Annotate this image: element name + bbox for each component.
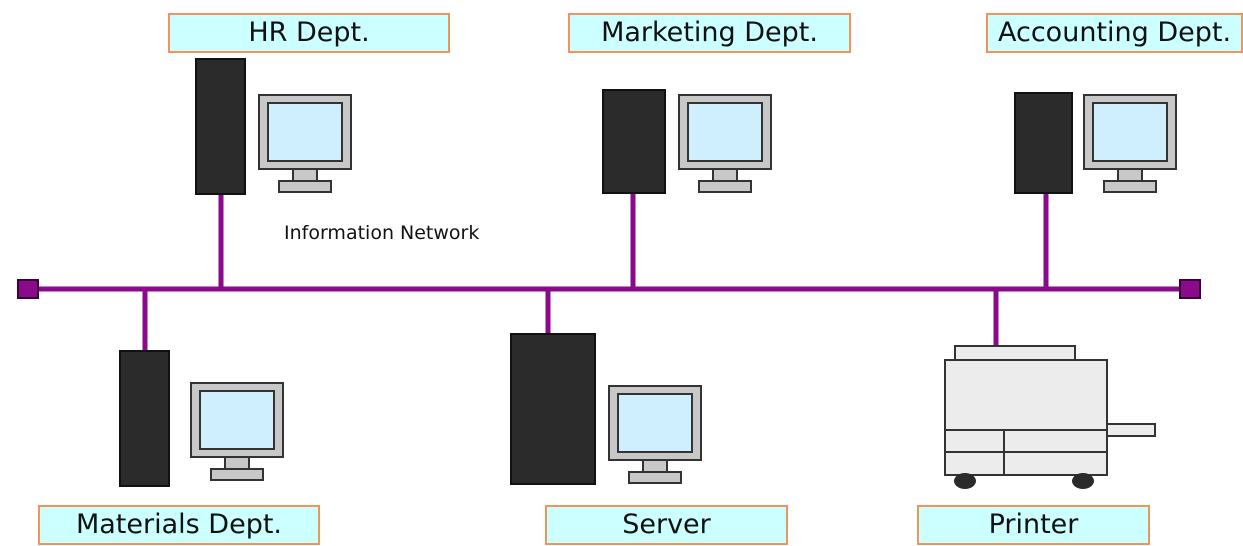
accounting-tower — [1014, 92, 1073, 194]
server-icon — [510, 333, 702, 485]
printer-wheel-right — [1072, 473, 1094, 489]
accounting-monitor — [1083, 94, 1177, 193]
information-network-caption: Information Network — [284, 222, 480, 244]
materials-tower — [119, 350, 170, 487]
marketing-monitor — [678, 94, 772, 193]
materials-monitor — [190, 382, 284, 481]
printer-wheel-left — [954, 473, 976, 489]
hr-tower — [195, 58, 246, 195]
server-label: Server — [545, 505, 788, 545]
hr-monitor — [258, 94, 352, 193]
marketing-computer-icon — [602, 89, 772, 194]
server-monitor — [608, 385, 702, 484]
accounting-computer-icon — [1014, 92, 1177, 194]
hr-dept-label: HR Dept. — [168, 13, 450, 53]
accounting-dept-label: Accounting Dept. — [986, 13, 1243, 53]
server-tower — [510, 333, 596, 485]
marketing-tower — [602, 89, 666, 194]
printer-label: Printer — [917, 505, 1150, 545]
bus-terminator-left — [17, 279, 39, 299]
materials-dept-label: Materials Dept. — [38, 505, 320, 545]
hr-computer-icon — [195, 58, 352, 195]
printer-icon — [944, 345, 1156, 489]
printer-body — [944, 359, 1108, 476]
printer-output-tray — [1106, 423, 1156, 437]
bus-terminator-right — [1179, 279, 1201, 299]
materials-computer-icon — [119, 350, 284, 487]
marketing-dept-label: Marketing Dept. — [568, 13, 851, 53]
printer-top-tray — [954, 345, 1076, 361]
